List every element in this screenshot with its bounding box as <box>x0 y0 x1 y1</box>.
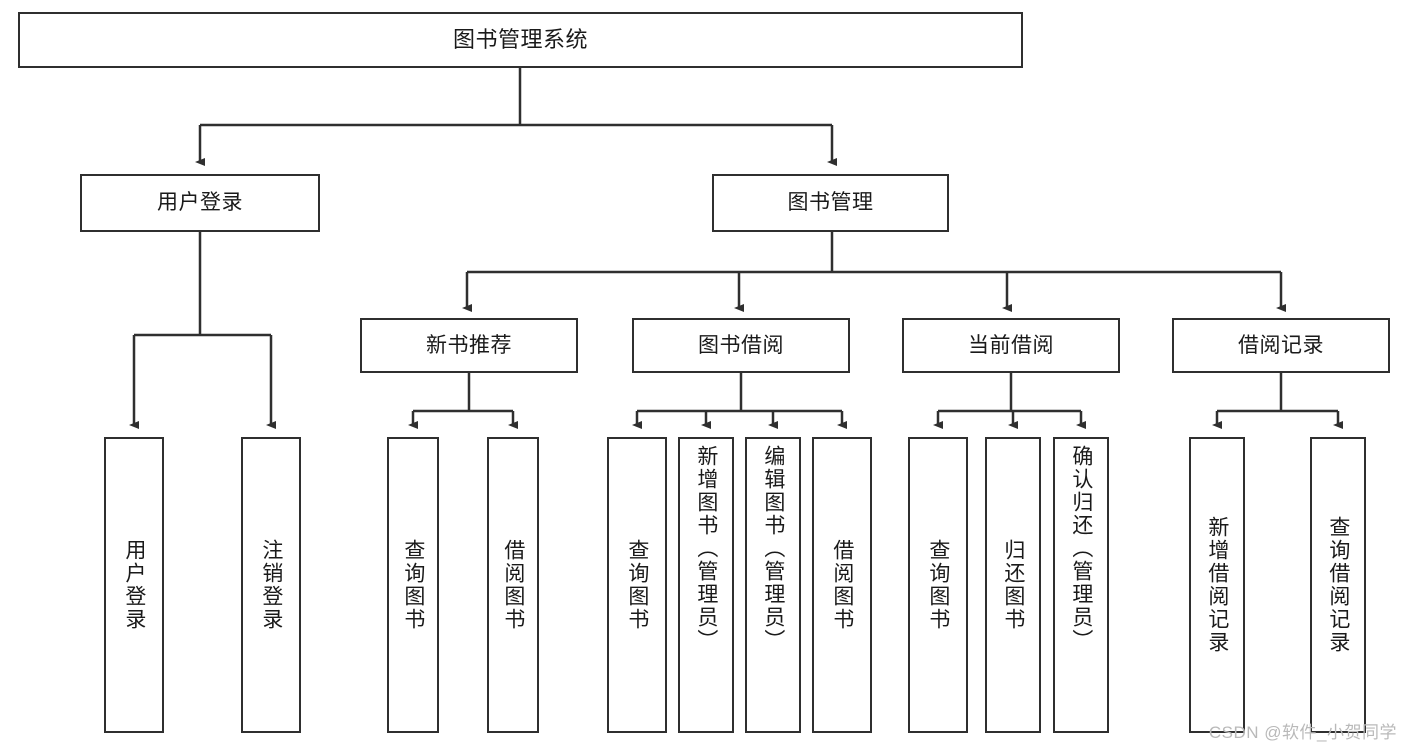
node-current-borrow[interactable]: 当前借阅 <box>902 318 1120 373</box>
node-label: 查询图书 <box>926 539 950 631</box>
node-label: 新书推荐 <box>426 333 512 357</box>
node-label: 编辑图书（管理员） <box>761 445 785 652</box>
node-label: 归还图书 <box>1001 539 1025 631</box>
node-label: 图书管理系统 <box>452 26 588 52</box>
node-label: 当前借阅 <box>968 333 1054 357</box>
node-leaf-query-book-3[interactable]: 查询图书 <box>908 437 968 733</box>
node-leaf-logout[interactable]: 注销登录 <box>241 437 301 733</box>
node-leaf-add-record[interactable]: 新增借阅记录 <box>1189 437 1245 733</box>
node-label: 注销登录 <box>259 539 283 631</box>
csdn-watermark: CSDN @软件_小贺同学 <box>1208 723 1397 742</box>
node-label: 用户登录 <box>122 539 146 631</box>
node-label: 查询图书 <box>401 539 425 631</box>
node-leaf-confirm-return[interactable]: 确认归还（管理员） <box>1053 437 1109 733</box>
node-leaf-borrow-book-1[interactable]: 借阅图书 <box>487 437 539 733</box>
node-leaf-query-record[interactable]: 查询借阅记录 <box>1310 437 1366 733</box>
node-book-manage[interactable]: 图书管理 <box>712 174 949 232</box>
node-label: 查询图书 <box>625 539 649 631</box>
node-root-system[interactable]: 图书管理系统 <box>18 12 1023 68</box>
node-leaf-query-book-1[interactable]: 查询图书 <box>387 437 439 733</box>
node-label: 借阅图书 <box>830 539 854 631</box>
node-label: 新增图书（管理员） <box>694 445 718 652</box>
node-label: 确认归还（管理员） <box>1069 445 1093 652</box>
node-book-borrow[interactable]: 图书借阅 <box>632 318 850 373</box>
node-borrow-record[interactable]: 借阅记录 <box>1172 318 1390 373</box>
node-leaf-query-book-2[interactable]: 查询图书 <box>607 437 667 733</box>
node-label: 新增借阅记录 <box>1205 516 1229 654</box>
node-new-book-recommend[interactable]: 新书推荐 <box>360 318 578 373</box>
node-label: 借阅图书 <box>501 539 525 631</box>
node-leaf-borrow-book-2[interactable]: 借阅图书 <box>812 437 872 733</box>
node-leaf-return-book[interactable]: 归还图书 <box>985 437 1041 733</box>
node-label: 用户登录 <box>157 191 243 215</box>
node-leaf-add-book[interactable]: 新增图书（管理员） <box>678 437 734 733</box>
node-leaf-user-login[interactable]: 用户登录 <box>104 437 164 733</box>
node-label: 借阅记录 <box>1238 333 1324 357</box>
node-label: 图书管理 <box>787 191 874 215</box>
node-leaf-edit-book[interactable]: 编辑图书（管理员） <box>745 437 801 733</box>
node-user-login[interactable]: 用户登录 <box>80 174 320 232</box>
node-label: 查询借阅记录 <box>1326 516 1350 654</box>
node-label: 图书借阅 <box>698 333 784 357</box>
